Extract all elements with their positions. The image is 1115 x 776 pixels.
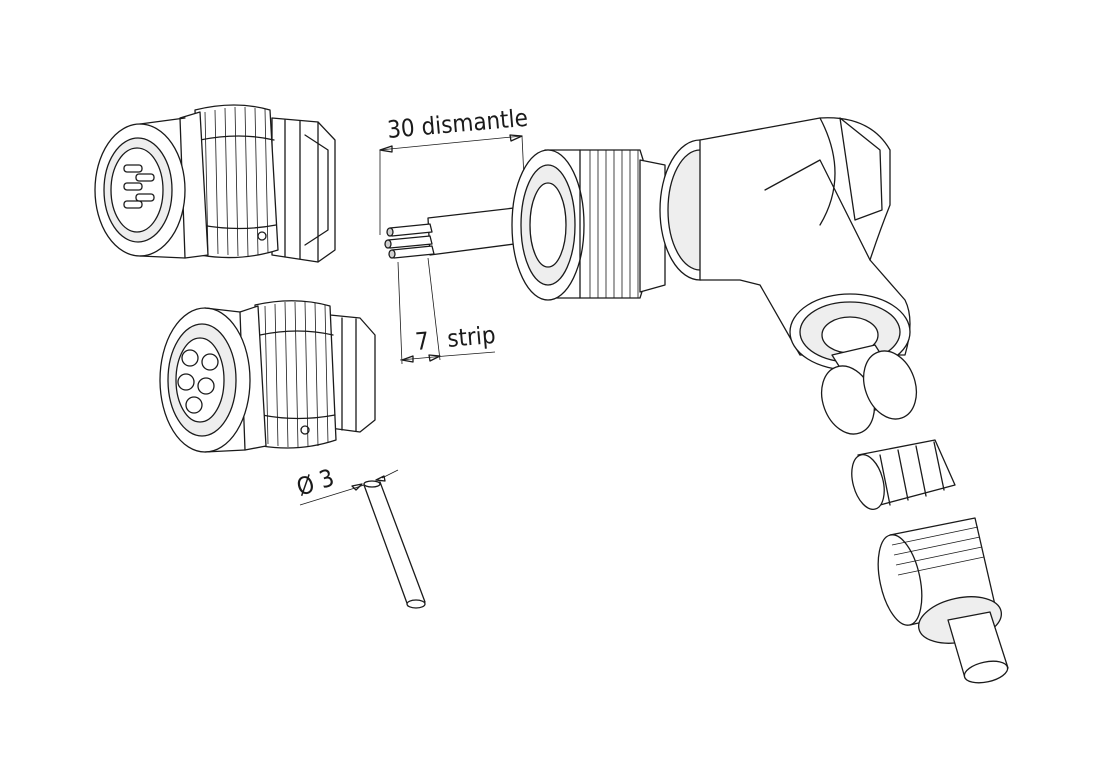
- female-knurl-lines: [264, 301, 329, 448]
- cable: [947, 611, 1009, 684]
- male-pins: [123, 164, 155, 209]
- strip-value-label: 7: [414, 327, 430, 356]
- strip-word-label: strip: [446, 321, 497, 353]
- dismantle-label: 30 dismantle: [386, 104, 529, 144]
- male-connector-insert: [94, 104, 336, 263]
- coupling-nut: [511, 149, 666, 301]
- cable-clamp: [851, 439, 956, 510]
- coupling-nut-knurl: [589, 150, 639, 298]
- cable-seal: [820, 344, 918, 435]
- strip-dimension: [397, 257, 496, 365]
- male-knurl-lines: [204, 106, 269, 257]
- diameter-label: Ø 3: [293, 463, 337, 501]
- diameter-gauge-rod: [299, 469, 426, 609]
- female-sockets: [177, 349, 219, 414]
- angled-housing: [659, 117, 911, 371]
- gland-thread-lines: [891, 526, 985, 576]
- female-connector-insert: [159, 300, 376, 453]
